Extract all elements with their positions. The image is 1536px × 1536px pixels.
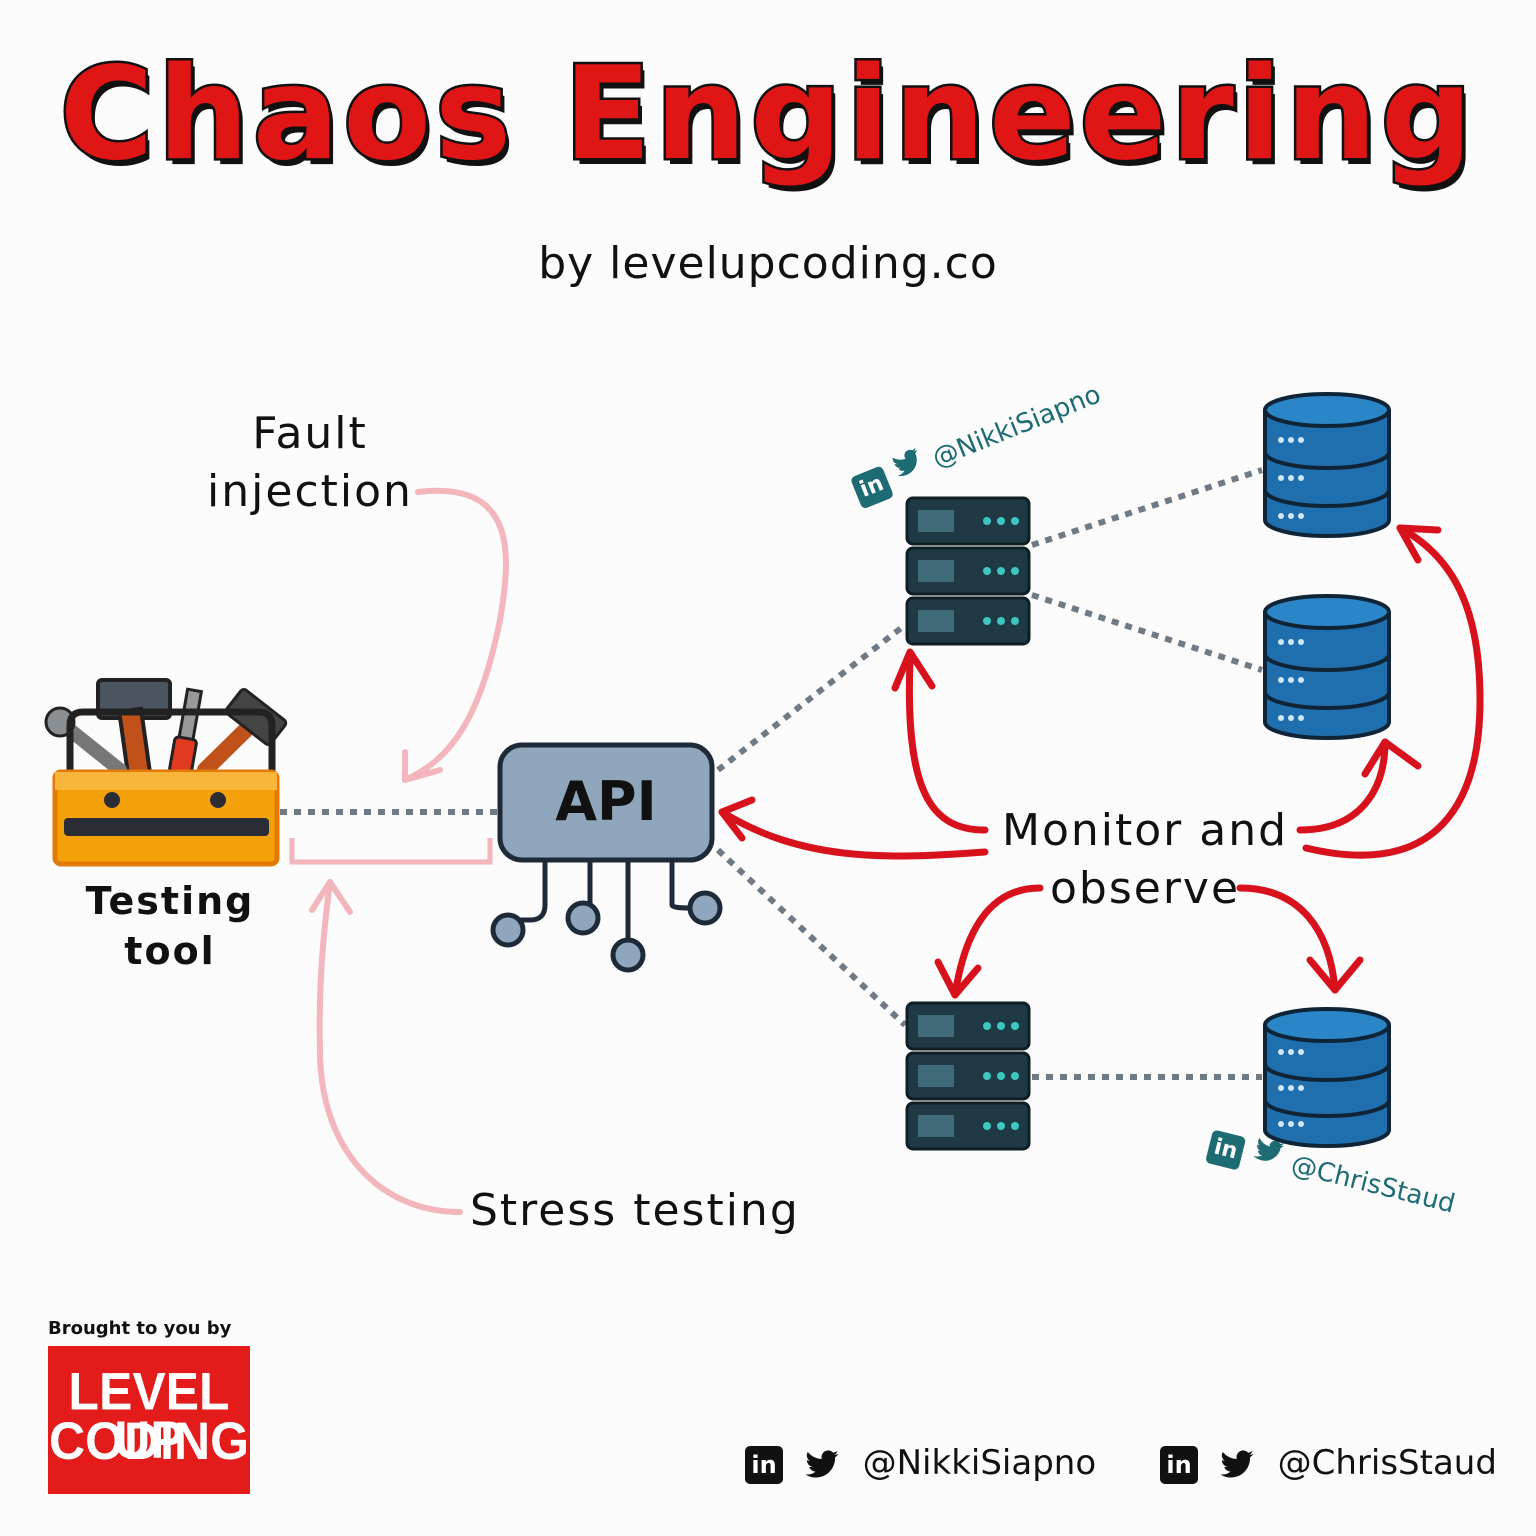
monitor-line1: Monitor and [1001, 805, 1289, 856]
pink-arrows [309, 487, 509, 1215]
api-label: API [555, 770, 657, 833]
fault-injection-arrow [402, 487, 509, 783]
fault-injection-line2: injection [207, 466, 413, 517]
red-arrows [718, 524, 1484, 999]
testing-tool-line1: Testing [85, 879, 255, 923]
server-icon-bottom [905, 1001, 1031, 1151]
api-server2-connector [715, 847, 908, 1028]
server1-db2-connector [1031, 592, 1263, 673]
linkedin-icon: in [745, 1445, 783, 1484]
observe-server2-arrow [951, 884, 1044, 999]
api-chip-icon [490, 742, 723, 973]
stress-testing-arrow [316, 879, 463, 1215]
watermark-top: in @NikkiSiapno [847, 373, 1106, 510]
monitor-server1-arrow [905, 656, 989, 834]
fault-injection-label: Fault injection [200, 405, 420, 521]
twitter-icon [892, 447, 918, 476]
server-icon-top [905, 496, 1031, 646]
target-bracket [289, 838, 493, 865]
database-icon-middle [1263, 594, 1391, 740]
toolbox-icon [44, 678, 288, 867]
api-server1-connector [716, 622, 907, 773]
logo-line2: CODING [49, 1411, 249, 1471]
monitor-observe-label: Monitor and observe [960, 802, 1330, 918]
monitor-line2: observe [1049, 863, 1241, 914]
testing-tool-line2: tool [124, 929, 216, 973]
footer-handle-nikki-text: @NikkiSiapno [862, 1443, 1097, 1483]
page-title: Chaos Engineering [57, 38, 1477, 192]
testing-tool-label: Testing tool [60, 876, 280, 976]
twitter-icon [805, 1449, 839, 1477]
logo-line1: LEVEL UP [68, 1362, 230, 1470]
monitor-db1-arrow [1302, 524, 1484, 859]
server1-db1-connector [1031, 467, 1263, 548]
linkedin-icon: in [1160, 1445, 1198, 1484]
footer-handle-nikki[interactable]: in @NikkiSiapno [745, 1443, 1096, 1484]
database-icon-top [1263, 392, 1391, 538]
watermark-bottom: in @ChrisStaud [1205, 1123, 1460, 1224]
brought-to-you-by: Brought to you by [48, 1318, 232, 1339]
twitter-icon [1253, 1138, 1285, 1161]
footer-handle-chris-text: @ChrisStaud [1277, 1443, 1497, 1483]
database-icon-bottom [1263, 1007, 1391, 1148]
fault-injection-line1: Fault [252, 408, 368, 459]
monitor-db2-arrow [1296, 738, 1389, 834]
connection-lines [280, 467, 1263, 1080]
level-up-coding-logo[interactable]: LEVEL UP CODING [48, 1346, 250, 1494]
monitor-api-arrow [718, 808, 989, 860]
subtitle: by levelupcoding.co [538, 238, 998, 289]
twitter-icon [1220, 1449, 1254, 1477]
observe-db3-arrow [1236, 884, 1339, 994]
stress-testing-label: Stress testing [470, 1185, 800, 1236]
footer-handle-chris[interactable]: in @ChrisStaud [1160, 1443, 1497, 1484]
